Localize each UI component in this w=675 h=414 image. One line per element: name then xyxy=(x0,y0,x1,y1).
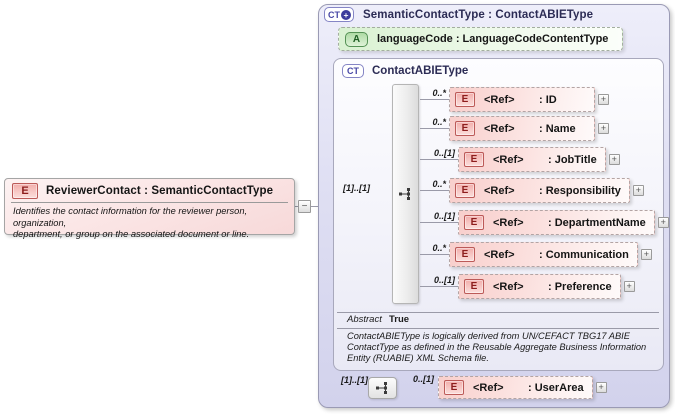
collapse-button[interactable]: − xyxy=(298,200,311,213)
abstract-label: Abstract xyxy=(347,314,382,325)
element-box[interactable]: E <Ref> : Name xyxy=(449,116,595,141)
element-row: 0..[1] E <Ref> : DepartmentName + xyxy=(420,210,669,235)
expand-button[interactable]: + xyxy=(632,185,644,196)
element-ref-label: <Ref> xyxy=(484,248,515,261)
element-row: 0..[1] E <Ref> : JobTitle + xyxy=(420,147,620,172)
element-ref-label: <Ref> xyxy=(484,93,515,106)
element-icon: E xyxy=(12,183,38,199)
connector-line: 0..* xyxy=(420,242,449,267)
contact-abie-type-header: CT ContactABIEType xyxy=(342,63,468,79)
element-ref-label: <Ref> xyxy=(493,216,524,229)
attribute-icon: A xyxy=(345,31,368,47)
expand-button[interactable]: + xyxy=(623,281,635,292)
element-ref-label: <Ref> xyxy=(484,184,515,197)
element-cardinality: 0..[1] xyxy=(433,275,455,285)
element-row: 0..* E <Ref> : ID + xyxy=(420,87,609,112)
element-name: : UserArea xyxy=(528,381,584,394)
element-box[interactable]: E <Ref> : DepartmentName xyxy=(458,210,655,235)
element-name: : DepartmentName xyxy=(548,216,646,229)
abstract-value: True xyxy=(389,314,410,325)
expand-button[interactable]: + xyxy=(598,94,609,105)
divider xyxy=(337,312,659,313)
element-name: : Preference xyxy=(548,280,612,293)
element-name: : Communication xyxy=(539,248,629,261)
connector-line: 0..* xyxy=(420,178,449,203)
user-area-row: E <Ref> : UserArea + xyxy=(438,376,607,399)
element-ref-label: <Ref> xyxy=(493,153,524,166)
reviewer-contact-description: Identifies the contact information for t… xyxy=(13,206,250,239)
element-icon: E xyxy=(464,279,484,294)
element-icon: E xyxy=(444,380,464,395)
element-icon: E xyxy=(455,121,475,136)
complex-type-derived-icon: CT + xyxy=(324,7,354,22)
sequence-compositor-bar[interactable] xyxy=(392,84,419,304)
element-ref-label: <Ref> xyxy=(473,381,504,394)
expand-button[interactable]: + xyxy=(598,123,609,134)
element-box[interactable]: E <Ref> : JobTitle xyxy=(458,147,606,172)
contact-abie-type-annotation: ContactABIEType is logically derived fro… xyxy=(347,331,647,363)
divider xyxy=(11,202,288,203)
plus-badge-icon: + xyxy=(341,9,351,20)
userarea-sequence-cardinality: [1]..[1] xyxy=(341,375,368,385)
semantic-contact-type-title: SemanticContactType : ContactABIEType xyxy=(363,8,594,21)
element-name: : Responsibility xyxy=(539,184,621,197)
element-icon: E xyxy=(464,152,484,167)
connector-line: 0..[1] xyxy=(420,147,458,172)
element-box[interactable]: E <Ref> : Responsibility xyxy=(449,178,630,203)
element-row: 0..* E <Ref> : Communication + xyxy=(420,242,652,267)
reviewer-contact-box[interactable]: E ReviewerContact : SemanticContactType … xyxy=(4,178,295,239)
expand-button[interactable]: + xyxy=(640,249,652,260)
connector-line: 0..[1] xyxy=(420,274,458,299)
element-icon: E xyxy=(455,247,475,262)
element-cardinality: 0..[1] xyxy=(433,148,455,158)
element-cardinality: 0..* xyxy=(432,117,446,127)
reviewer-contact-title: ReviewerContact : SemanticContactType xyxy=(46,185,274,197)
contact-abie-type-title: ContactABIEType xyxy=(372,65,469,77)
element-cardinality: 0..* xyxy=(432,179,446,189)
sequence-icon xyxy=(399,188,410,200)
language-code-label: languageCode : LanguageCodeContentType xyxy=(377,33,609,45)
element-row: 0..* E <Ref> : Responsibility + xyxy=(420,178,644,203)
element-cardinality: 0..* xyxy=(432,88,446,98)
expand-button[interactable]: + xyxy=(657,217,669,228)
element-name: : ID xyxy=(539,93,557,106)
element-box[interactable]: E <Ref> : Communication xyxy=(449,242,638,267)
language-code-attribute-box[interactable]: A languageCode : LanguageCodeContentType xyxy=(338,27,623,51)
element-ref-label: <Ref> xyxy=(484,122,515,135)
element-ref-label: <Ref> xyxy=(493,280,524,293)
element-box[interactable]: E <Ref> : ID xyxy=(449,87,595,112)
element-icon: E xyxy=(455,92,475,107)
connector-line: 0..* xyxy=(420,87,449,112)
element-name: : Name xyxy=(539,122,576,135)
element-name: : JobTitle xyxy=(548,153,597,166)
user-area-box[interactable]: E <Ref> : UserArea xyxy=(438,376,593,399)
userarea-cardinality: 0..[1] xyxy=(412,374,434,384)
divider xyxy=(337,328,659,329)
element-cardinality: 0..[1] xyxy=(433,211,455,221)
element-cardinality: 0..* xyxy=(432,243,446,253)
element-icon: E xyxy=(464,215,484,230)
semantic-contact-type-header: CT + SemanticContactType : ContactABIETy… xyxy=(324,6,593,23)
connector-line: 0..[1] xyxy=(420,210,458,235)
sequence-compositor-box[interactable] xyxy=(368,377,397,399)
element-row: 0..* E <Ref> : Name + xyxy=(420,116,609,141)
complex-type-icon: CT xyxy=(342,64,364,78)
sequence-cardinality: [1]..[1] xyxy=(343,183,370,193)
reviewer-contact-header: E ReviewerContact : SemanticContactType xyxy=(5,179,294,201)
expand-button[interactable]: + xyxy=(608,154,620,165)
expand-button[interactable]: + xyxy=(595,382,607,393)
element-row: 0..[1] E <Ref> : Preference + xyxy=(420,274,635,299)
element-icon: E xyxy=(455,183,475,198)
sequence-icon xyxy=(376,382,387,394)
element-box[interactable]: E <Ref> : Preference xyxy=(458,274,621,299)
connector-line: 0..* xyxy=(420,116,449,141)
